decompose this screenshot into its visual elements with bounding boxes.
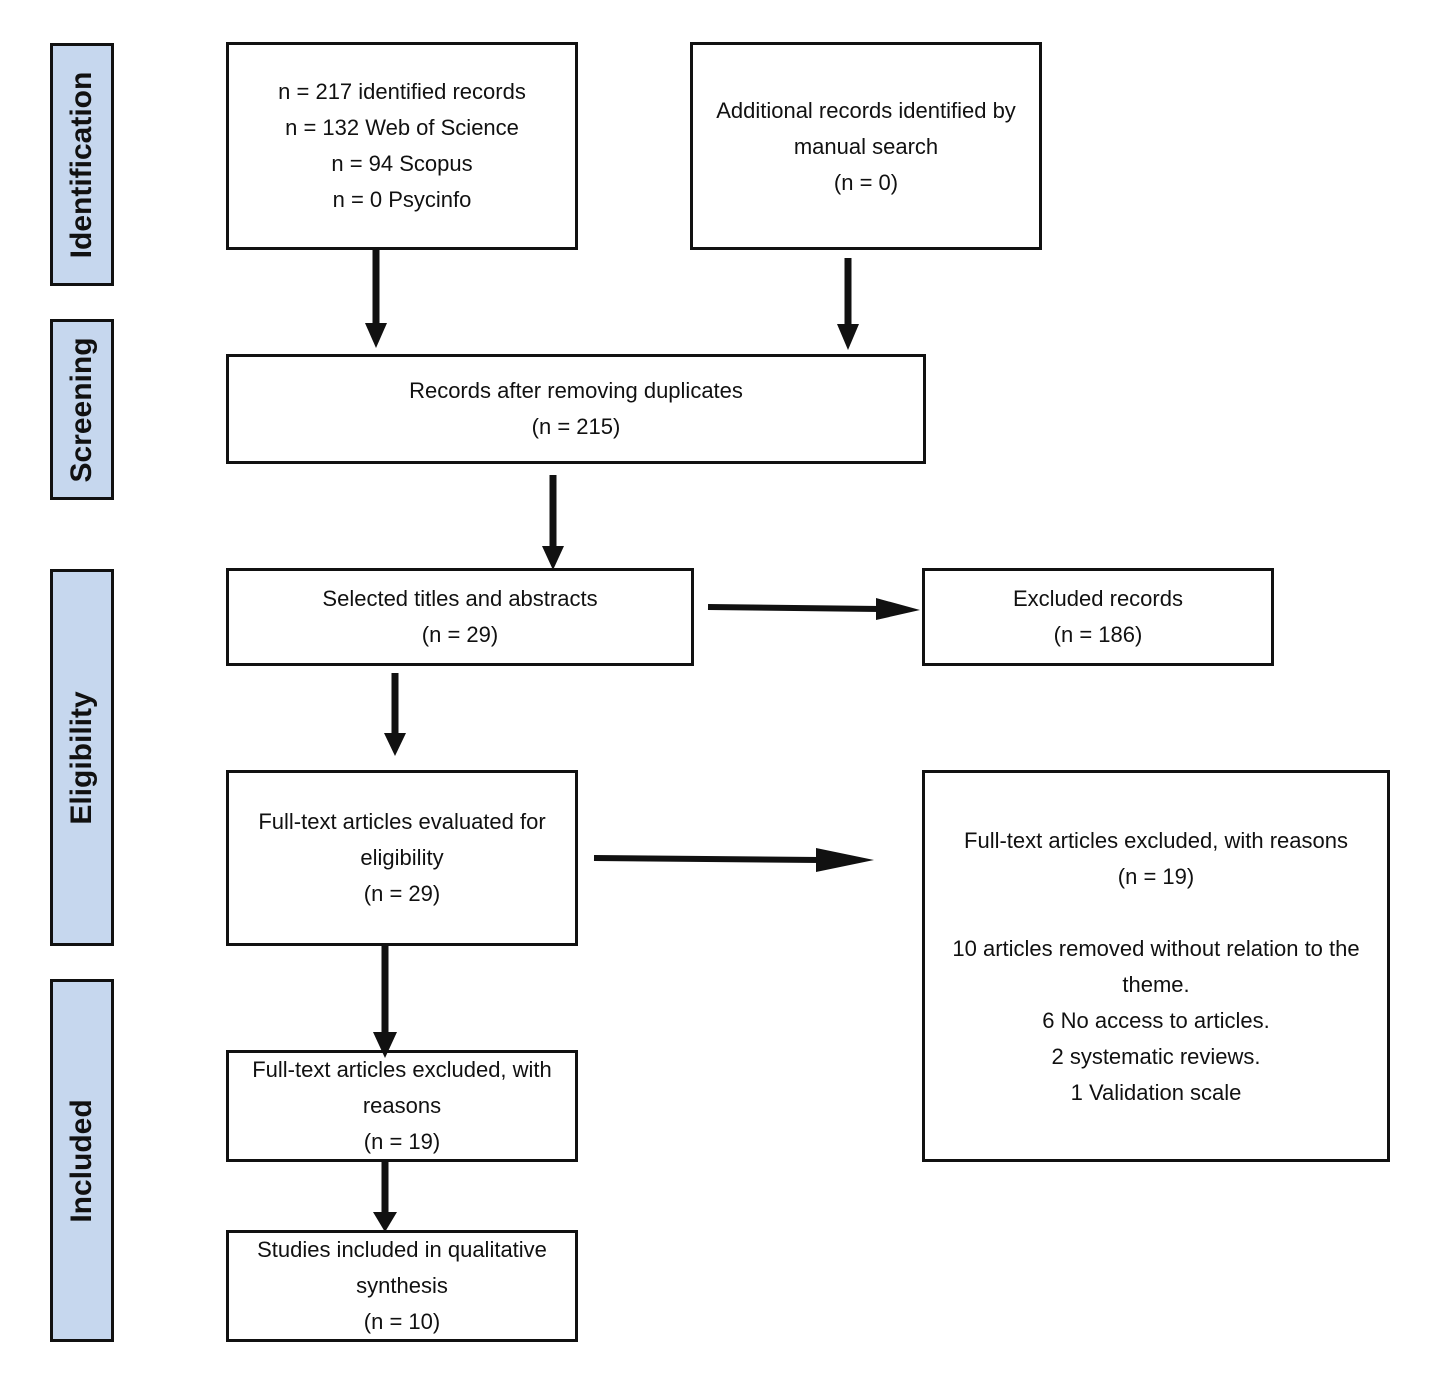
- excluded-records-line-2: (n = 186): [1053, 622, 1143, 647]
- stage-included: Included: [50, 979, 114, 1342]
- after-duplicates-line-1: Records after removing duplicates: [409, 378, 743, 403]
- fulltext-evaluated-line-1: Full-text articles evaluated for: [258, 809, 546, 834]
- fulltext-evaluated-line-3: (n = 29): [363, 881, 441, 906]
- arrow-selected-to-excluded-shaft: [707, 604, 881, 612]
- arrow-evaluated-to-reasons-shaft: [593, 855, 821, 863]
- fulltext-excluded-line-3: (n = 19): [363, 1129, 441, 1154]
- arrow-selected-to-excluded-head: [876, 598, 920, 620]
- fulltext-evaluated-box: Full-text articles evaluated for eligibi…: [226, 770, 578, 946]
- manual-search-line-2: manual search: [793, 134, 939, 159]
- stage-screening: Screening: [50, 319, 114, 500]
- exclusion-reason-3: 2 systematic reviews.: [1051, 1044, 1261, 1069]
- exclusion-reason-2: 6 No access to articles.: [1042, 1008, 1270, 1033]
- excluded-records-line-1: Excluded records: [1013, 586, 1183, 611]
- fulltext-excluded-header-1: Full-text articles excluded, with reason…: [964, 828, 1348, 853]
- stage-identification: Identification: [50, 43, 114, 286]
- qualitative-synthesis-line-3: (n = 10): [363, 1309, 441, 1334]
- qualitative-synthesis-line-2: synthesis: [356, 1273, 448, 1298]
- arrow-evaluated-to-reasons-head: [816, 848, 874, 872]
- database-search-line-3: n = 94 Scopus: [331, 151, 473, 176]
- fulltext-excluded-header-2: (n = 19): [1117, 864, 1195, 889]
- manual-search-box: Additional records identified by manual …: [690, 42, 1042, 250]
- arrow-evaluated-to-excluded-head: [373, 1032, 397, 1058]
- qualitative-synthesis-box: Studies included in qualitative synthesi…: [226, 1230, 578, 1342]
- manual-search-line-1: Additional records identified by: [716, 98, 1016, 123]
- qualitative-synthesis-line-1: Studies included in qualitative: [257, 1237, 547, 1262]
- after-duplicates-box: Records after removing duplicates (n = 2…: [226, 354, 926, 464]
- database-search-box: n = 217 identified records n = 132 Web o…: [226, 42, 578, 250]
- after-duplicates-line-2: (n = 215): [531, 414, 621, 439]
- arrow-excluded-to-synthesis-head: [373, 1212, 397, 1232]
- arrow-manual-to-duplicates-head: [837, 324, 859, 350]
- exclusion-reason-1-cont: theme.: [1122, 972, 1190, 997]
- arrow-selected-to-evaluated-head: [384, 733, 406, 756]
- database-search-line-4: n = 0 Psycinfo: [332, 187, 472, 212]
- selected-titles-line-1: Selected titles and abstracts: [322, 586, 598, 611]
- manual-search-line-3: (n = 0): [833, 170, 899, 195]
- selected-titles-box: Selected titles and abstracts (n = 29): [226, 568, 694, 666]
- exclusion-reason-4: 1 Validation scale: [1070, 1080, 1242, 1105]
- database-search-line-2: n = 132 Web of Science: [285, 115, 519, 140]
- exclusion-reason-1: 10 articles removed without relation to …: [952, 936, 1360, 961]
- fulltext-excluded-line-1: Full-text articles excluded, with: [252, 1057, 552, 1082]
- fulltext-excluded-box: Full-text articles excluded, with reason…: [226, 1050, 578, 1162]
- arrow-database-to-duplicates-head: [365, 323, 387, 348]
- stage-eligibility: Eligibility: [50, 569, 114, 946]
- fulltext-excluded-line-2: reasons: [362, 1093, 442, 1118]
- fulltext-evaluated-line-2: eligibility: [360, 845, 444, 870]
- selected-titles-line-2: (n = 29): [421, 622, 499, 647]
- fulltext-excluded-reasons-box: Full-text articles excluded, with reason…: [922, 770, 1390, 1162]
- arrow-duplicates-to-selected-head: [542, 546, 564, 570]
- excluded-records-box: Excluded records (n = 186): [922, 568, 1274, 666]
- database-search-line-1: n = 217 identified records: [278, 79, 526, 104]
